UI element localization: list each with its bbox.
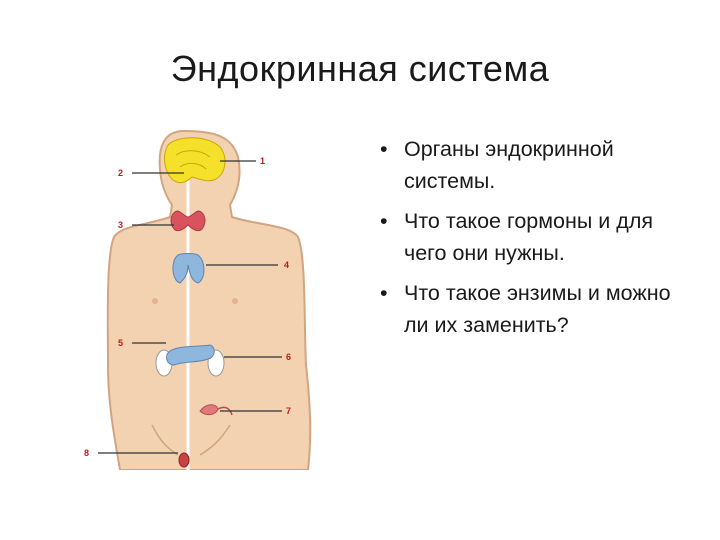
fallopian-tube [217,406,233,416]
bullet-item: • Что такое гормоны и для чего они нужны. [378,205,688,269]
bullet-dot-icon: • [380,137,388,161]
label-8: 8 [84,448,89,458]
bullet-text: Что такое гормоны и для чего они нужны. [404,209,654,265]
right-hip-line [199,424,231,456]
bullet-item: • Органы эндокринной системы. [378,133,688,197]
brain-gland [164,137,226,184]
bullet-text: Органы эндокринной системы. [404,137,614,193]
pancreas [166,344,215,366]
label-3: 3 [118,220,123,230]
bullet-list: • Органы эндокринной системы. • Что такое … [378,133,688,349]
bullet-dot-icon: • [380,281,388,305]
body-silhouette [106,129,312,470]
label-4: 4 [284,260,289,270]
thymus-gland [172,253,205,284]
label-6: 6 [286,352,291,362]
label-5: 5 [118,338,123,348]
testis [178,452,190,468]
pointer-lines [98,160,282,454]
label-2: 2 [118,168,123,178]
label-1: 1 [260,156,265,166]
brain-fold [175,150,211,170]
left-nipple [152,298,158,304]
thyroid-gland [170,210,206,232]
slide-title: Эндокринная система [170,48,550,89]
right-nipple [232,298,238,304]
endocrine-system-diagram: 1 2 3 4 5 6 7 8 [84,129,312,470]
bullet-text: Что такое энзимы и можно ли их заменить? [404,281,671,337]
label-7: 7 [286,406,291,416]
bullet-dot-icon: • [380,209,388,233]
bullet-item: • Что такое энзимы и можно ли их заменить… [378,277,688,341]
